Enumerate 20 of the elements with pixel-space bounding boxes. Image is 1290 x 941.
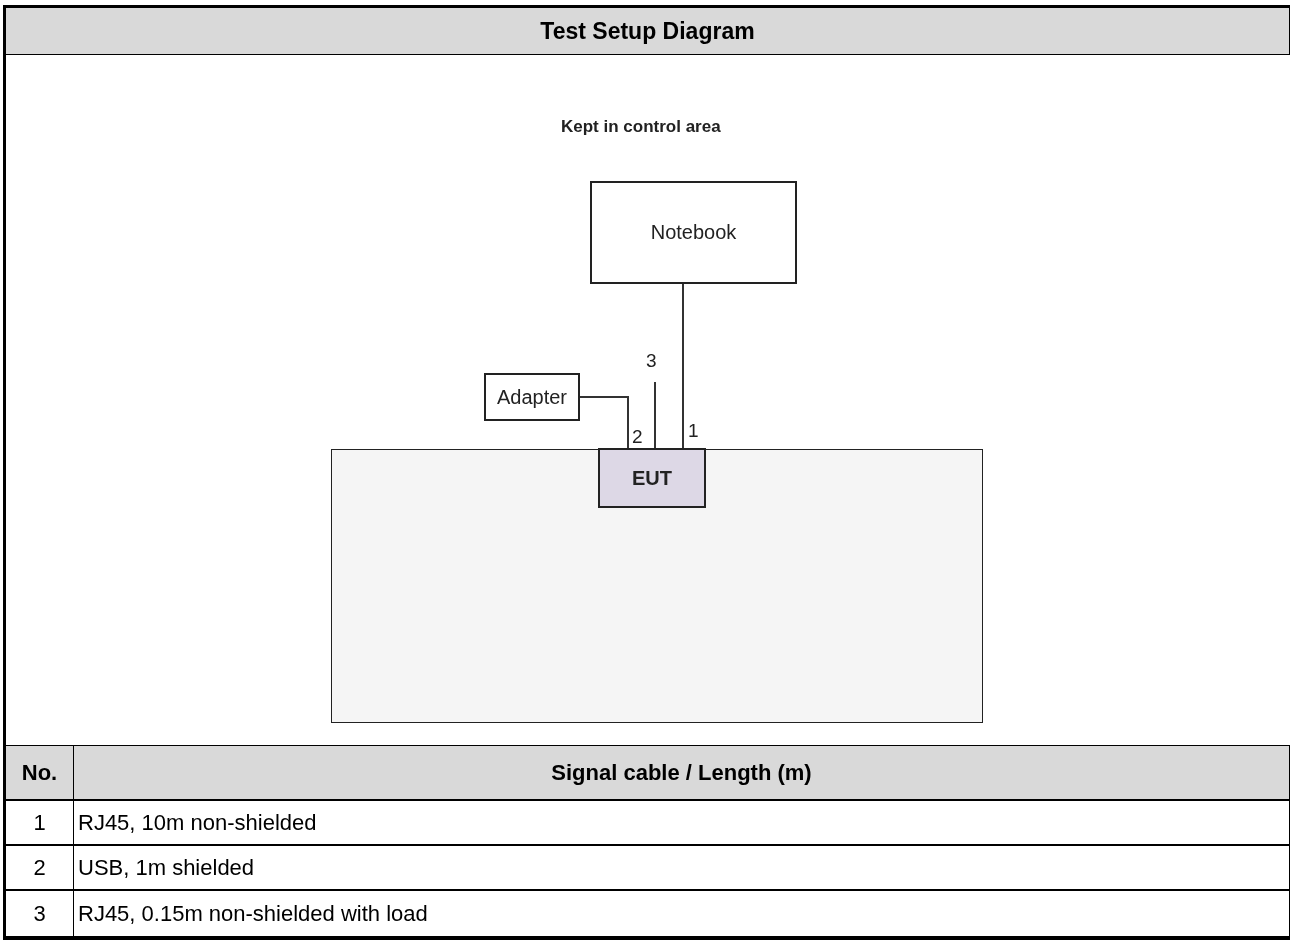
column-header: No. — [5, 745, 74, 800]
test-table-box — [331, 449, 983, 723]
notebook-box: Notebook — [590, 181, 797, 284]
cable-line — [682, 283, 684, 450]
cable-number-cell: 3 — [5, 890, 74, 937]
cable-description-cell: RJ45, 10m non-shielded — [73, 800, 1290, 845]
cable-line — [654, 381, 656, 450]
cable-number: 1 — [688, 420, 699, 442]
adapter-box: Adapter — [484, 373, 580, 421]
eut-box: EUT — [598, 448, 706, 508]
cable-description-cell: RJ45, 0.15m non-shielded with load — [73, 890, 1290, 937]
column-header: Signal cable / Length (m) — [73, 745, 1290, 800]
cable-number: 2 — [632, 426, 643, 448]
cable-line — [579, 396, 629, 450]
table-header-cell: Test Setup Diagram — [5, 7, 1290, 55]
cable-number-cell: 2 — [5, 845, 74, 890]
cable-description-cell: USB, 1m shielded — [73, 845, 1290, 890]
cable-number-cell: 1 — [5, 800, 74, 845]
area-note: Kept in control area — [561, 117, 721, 137]
cable-number: 3 — [646, 350, 657, 372]
